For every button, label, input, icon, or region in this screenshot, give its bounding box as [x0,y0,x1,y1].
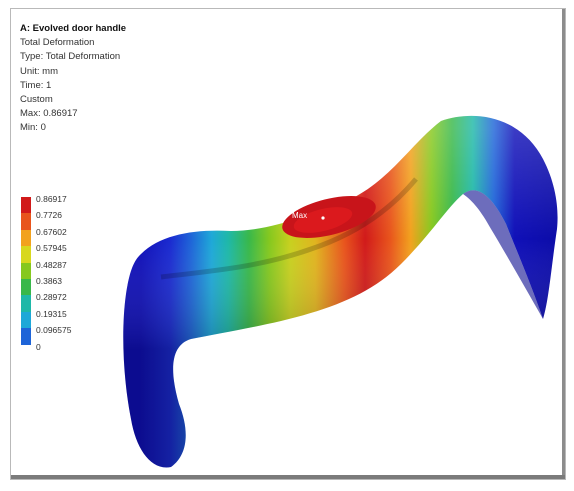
result-title: A: Evolved door handle [20,23,127,34]
legend-label: 0.86917 [36,194,67,204]
handle-shading [123,115,558,468]
result-line-time: Time: 1 [20,79,52,91]
legend-swatch [21,197,31,214]
deformed-handle-model[interactable] [11,9,566,480]
result-line-type: Type: Total Deformation [20,51,121,63]
result-info-block: A: Evolved door handle Total Deformation… [20,22,126,136]
frame-edge-right [562,9,565,479]
legend-swatch [21,278,31,296]
result-line-result: Total Deformation [20,37,95,49]
legend-label: 0.19315 [36,308,67,319]
max-probe-dot [321,216,325,220]
legend-label: 0.57945 [36,243,67,254]
legend-swatch [21,213,31,230]
max-probe-label: Max [292,211,308,220]
result-line-unit: Unit: mm [20,65,58,77]
legend-label: 0.7726 [36,210,62,221]
max-region-core [293,207,353,233]
legend-swatch [21,262,31,279]
legend-swatch [21,295,31,312]
graphics-viewport[interactable]: A: Evolved door handle Total Deformation… [11,9,565,479]
result-line-custom: Custom [20,94,53,106]
frame-edge-bottom [11,475,565,479]
legend-label: 0.28972 [36,292,67,303]
result-line-min: Min: 0 [20,122,46,134]
viewport-frame[interactable]: A: Evolved door handle Total Deformation… [10,8,566,480]
legend-label: 0.096575 [36,325,72,336]
result-line-max: Max: 0.86917 [20,108,78,120]
legend-swatch [21,229,31,247]
legend-labels: 0.86917 0.7726 0.67602 0.57945 0.48287 0… [36,191,71,355]
legend-swatch [21,246,31,263]
legend-swatch [21,311,31,329]
legend-label: 0 [36,341,41,352]
legend-label: 0.67602 [36,226,67,237]
handle-groove [160,177,418,280]
legend-swatch [21,328,31,345]
legend-color-bar [21,197,31,345]
legend-label: 0.48287 [36,259,67,270]
legend-label: 0.3863 [36,275,62,286]
